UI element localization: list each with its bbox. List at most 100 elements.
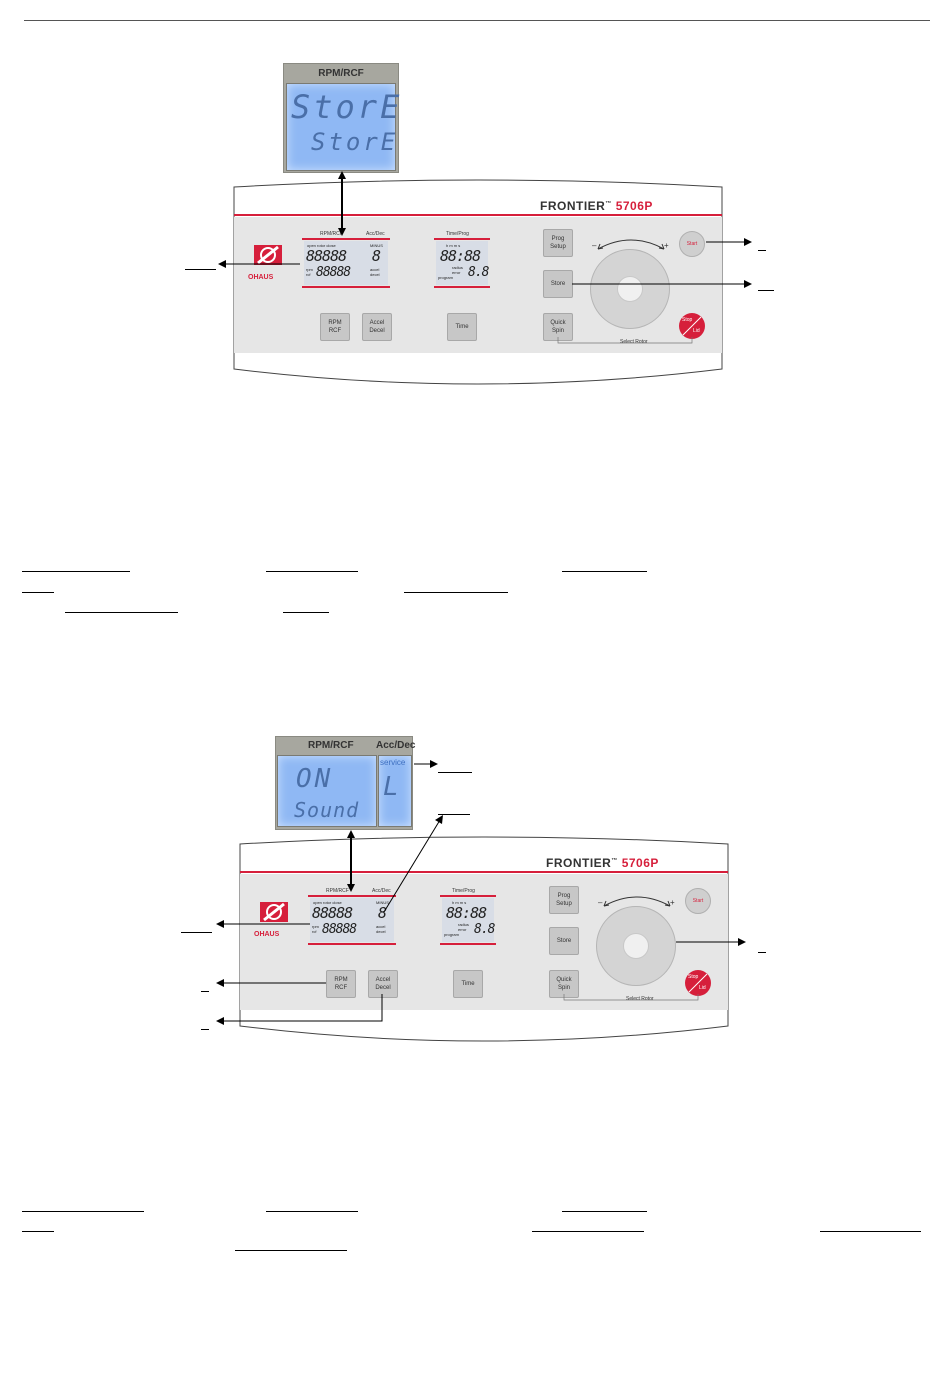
stop-lid-button[interactable]: Stop Lid	[685, 970, 711, 996]
lcd1-top-right-small: MINUS	[370, 243, 383, 248]
time-button[interactable]: Time	[453, 970, 483, 998]
lcd1-digits-bottom: 88888	[322, 922, 357, 937]
ohaus-logo-icon	[260, 902, 288, 922]
zoom-lcd-line2: StorE	[311, 128, 399, 156]
lcd1-red-top	[308, 895, 396, 897]
blank-line	[266, 1211, 358, 1212]
lcd2-label: Time/Prog	[452, 888, 475, 894]
blank-line	[758, 952, 766, 953]
blank-line	[283, 612, 329, 613]
store-button[interactable]: Store	[543, 270, 573, 298]
blank-line	[22, 1231, 54, 1232]
top-rule	[24, 20, 930, 21]
lcd1-decel: decel	[376, 929, 386, 934]
lcd2-digits: 88:88	[446, 904, 487, 922]
store-button[interactable]: Store	[549, 927, 579, 955]
blank-line	[438, 814, 470, 815]
zoomed-display-1: RPM/RCF StorE StorE	[283, 63, 399, 173]
zoom2-header-left: RPM/RCF	[308, 740, 354, 751]
lcd1-accel: accel	[370, 267, 380, 272]
select-rotor-label: Select Rotor	[620, 339, 648, 345]
zoom-lcd-screen: StorE StorE	[286, 83, 399, 171]
lcd2-radius: radius	[458, 922, 469, 927]
blank-line	[185, 269, 216, 270]
select-rotor-label: Select Rotor	[626, 996, 654, 1002]
blank-line	[235, 1250, 347, 1251]
stop-slash-icon	[682, 316, 702, 336]
lcd1-top-right-small: MINUS	[376, 900, 389, 905]
zoom-header: RPM/RCF	[318, 68, 364, 79]
lcd1-display: open rotor close MINUS 88888 8 rpm rcf 8…	[310, 898, 394, 942]
blank-line	[562, 571, 647, 572]
lcd2-digits: 88:88	[440, 247, 481, 265]
blank-line	[758, 290, 774, 291]
knob-arrow-icon	[597, 239, 665, 250]
lcd1-top-small: open rotor close	[313, 900, 342, 905]
lcd2-error: error	[458, 927, 467, 932]
blank-line	[820, 1231, 921, 1232]
start-button[interactable]: Start	[685, 888, 711, 914]
brand-name: FRONTIER™ 5706P	[540, 199, 653, 213]
lcd1-decel: decel	[370, 272, 380, 277]
lcd2-label: Time/Prog	[446, 231, 469, 237]
zoom2-lcd-line1: ON	[296, 764, 334, 794]
brand-name: FRONTIER™ 5706P	[546, 856, 659, 870]
stop-lid-button[interactable]: Stop Lid	[679, 313, 705, 339]
zoom2-service: service	[380, 758, 406, 767]
select-rotor-bracket	[557, 337, 693, 344]
knob-arrow-icon	[603, 896, 671, 907]
lcd1-label-right: Acc/Dec	[366, 231, 385, 237]
time-button[interactable]: Time	[447, 313, 477, 341]
lcd1-digits-top: 88888	[306, 247, 347, 265]
zoom2-lcd-right: service L	[378, 755, 412, 827]
lcd1-label-left: RPM/RCF	[326, 888, 349, 894]
blank-line	[65, 612, 178, 613]
lcd2-display: h m m s 88:88 radius error program 8.8	[436, 241, 490, 285]
ohaus-text: OHAUS	[254, 931, 280, 938]
knob-center	[617, 276, 643, 302]
select-rotor-bracket	[563, 994, 699, 1001]
stop-slash-icon	[688, 973, 708, 993]
lcd1-label-left: RPM/RCF	[320, 231, 343, 237]
lcd1-red-bottom	[308, 943, 396, 945]
zoomed-display-2: RPM/RCF Acc/Dec ON Sound service L	[275, 736, 416, 830]
blank-line	[22, 571, 130, 572]
panel-top-stripe	[234, 214, 722, 216]
blank-line	[181, 932, 212, 933]
start-button[interactable]: Start	[679, 231, 705, 257]
ohaus-logo: OHAUS	[254, 900, 294, 940]
zoom2-header-right: Acc/Dec	[376, 740, 416, 751]
ohaus-text: OHAUS	[248, 274, 274, 281]
lcd2-hm: h m m s	[446, 243, 461, 248]
lcd2-digits-small: 8.8	[474, 922, 496, 937]
blank-line	[266, 571, 358, 572]
zoom2-digit: L	[383, 772, 402, 802]
lcd1-rpm: rpm	[312, 924, 319, 929]
knob-minus: –	[598, 898, 603, 907]
knob-plus: +	[664, 241, 669, 250]
lcd1-label-right: Acc/Dec	[372, 888, 391, 894]
lcd2-digits-small: 8.8	[468, 265, 490, 280]
lcd1-top-small: open rotor close	[307, 243, 336, 248]
lcd2-display: h m m s 88:88 radius error program 8.8	[442, 898, 496, 942]
knob-minus: –	[592, 241, 597, 250]
ohaus-logo: OHAUS	[248, 243, 288, 283]
control-panel-1: FRONTIER™ 5706P OHAUS RPM/RCF Acc/Dec op…	[232, 177, 724, 391]
lcd1-display: open rotor close MINUS 88888 8 rpm rcf 8…	[304, 241, 388, 285]
lcd1-rcf: rcf	[312, 929, 317, 934]
lcd1-rpm: rpm	[306, 267, 313, 272]
blank-line	[201, 1029, 209, 1030]
lcd1-rcf: rcf	[306, 272, 311, 277]
lcd2-red-top	[440, 895, 496, 897]
panel2-top-stripe	[240, 871, 728, 873]
lcd2-red-bottom	[434, 286, 490, 288]
zoom-lcd-line1: StorE	[291, 88, 403, 126]
blank-line	[404, 592, 508, 593]
